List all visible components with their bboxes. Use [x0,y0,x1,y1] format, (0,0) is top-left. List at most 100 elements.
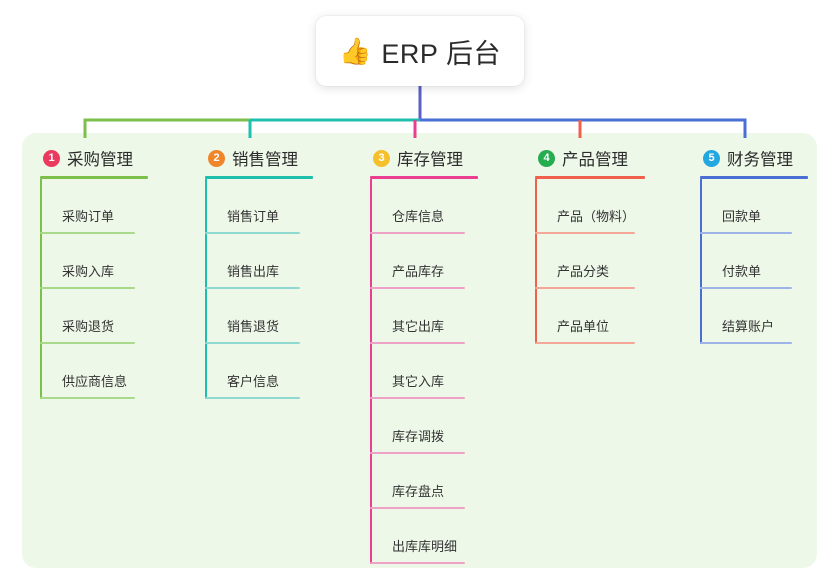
list-item[interactable]: 采购入库 [40,234,148,289]
list-item-underline [700,287,792,289]
diagram-background-panel [22,133,817,568]
column-underline-5 [700,176,808,179]
column-title-3: 库存管理 [397,151,463,169]
list-item-label: 产品（物料） [557,209,636,224]
list-item-underline [535,232,635,234]
column-5: 5 财务管理回款单付款单结算账户 [700,145,808,344]
list-item-label: 出库库明细 [392,539,458,554]
list-item-label: 库存盘点 [392,484,445,499]
list-item-underline [205,287,300,289]
list-item[interactable]: 产品单位 [535,289,645,344]
list-item-underline [370,287,465,289]
list-item-underline [205,342,300,344]
list-item-label: 仓库信息 [392,209,445,224]
list-item-underline [700,342,792,344]
list-item-underline [535,342,635,344]
list-item-label: 其它入库 [392,374,445,389]
list-item-label: 销售退货 [227,319,280,334]
list-item-underline [205,232,300,234]
page-title: ERP 后台 [381,38,501,69]
column-spine-2 [205,179,207,399]
thumbs-up-emoji: 👍 [339,36,372,66]
list-item-label: 产品单位 [557,319,610,334]
list-item-label: 销售订单 [227,209,280,224]
column-items-2: 销售订单销售出库销售退货客户信息 [205,179,313,399]
list-item[interactable]: 库存盘点 [370,454,478,509]
column-3: 3 库存管理仓库信息产品库存其它出库其它入库库存调拨库存盘点出库库明细 [370,145,478,564]
list-item[interactable]: 仓库信息 [370,179,478,234]
column-title-1: 采购管理 [67,151,133,169]
list-item-label: 采购订单 [62,209,115,224]
list-item[interactable]: 其它出库 [370,289,478,344]
list-item[interactable]: 销售订单 [205,179,313,234]
list-item[interactable]: 产品库存 [370,234,478,289]
column-spine-4 [535,179,537,344]
list-item[interactable]: 结算账户 [700,289,808,344]
list-item-label: 其它出库 [392,319,445,334]
list-item-underline [205,397,300,399]
list-item-underline [535,287,635,289]
list-item[interactable]: 销售退货 [205,289,313,344]
column-title-5: 财务管理 [727,151,793,169]
list-item-label: 库存调拨 [392,429,445,444]
column-items-3: 仓库信息产品库存其它出库其它入库库存调拨库存盘点出库库明细 [370,179,478,564]
column-badge-4: 4 [538,149,555,167]
column-header-4[interactable]: 4 产品管理 [535,145,645,171]
list-item-label: 付款单 [722,264,762,279]
list-item[interactable]: 采购退货 [40,289,148,344]
list-item-underline [40,397,135,399]
column-header-1[interactable]: 1 采购管理 [40,145,148,171]
list-item-underline [370,562,465,564]
list-item-label: 产品分类 [557,264,610,279]
column-4: 4 产品管理产品（物料） 产品分类产品单位 [535,145,645,344]
list-item-underline [370,452,465,454]
list-item-label: 采购退货 [62,319,115,334]
list-item-label: 产品库存 [392,264,445,279]
list-item-underline [370,507,465,509]
column-badge-5: 5 [703,149,720,167]
column-items-4: 产品（物料） 产品分类产品单位 [535,179,645,344]
list-item[interactable]: 供应商信息 [40,344,148,399]
column-spine-3 [370,179,372,564]
list-item-underline [40,342,135,344]
column-badge-1: 1 [43,149,60,167]
list-item-underline [40,232,135,234]
list-item-label: 销售出库 [227,264,280,279]
list-item-label: 结算账户 [722,319,775,334]
list-item[interactable]: 采购订单 [40,179,148,234]
list-item[interactable]: 出库库明细 [370,509,478,564]
column-items-1: 采购订单采购入库采购退货供应商信息 [40,179,148,399]
column-badge-3: 3 [373,149,390,167]
column-header-3[interactable]: 3 库存管理 [370,145,478,171]
column-spine-1 [40,179,42,399]
list-item-label: 回款单 [722,209,762,224]
list-item-underline [370,232,465,234]
list-item[interactable]: 销售出库 [205,234,313,289]
list-item[interactable]: 库存调拨 [370,399,478,454]
list-item[interactable]: 产品（物料） [535,179,645,234]
column-badge-2: 2 [208,149,225,167]
column-underline-3 [370,176,478,179]
column-underline-2 [205,176,313,179]
column-title-4: 产品管理 [562,151,628,169]
column-underline-4 [535,176,645,179]
list-item-label: 采购入库 [62,264,115,279]
list-item[interactable]: 付款单 [700,234,808,289]
list-item[interactable]: 产品分类 [535,234,645,289]
list-item-underline [370,342,465,344]
column-header-5[interactable]: 5 财务管理 [700,145,808,171]
column-spine-5 [700,179,702,344]
column-underline-1 [40,176,148,179]
list-item[interactable]: 其它入库 [370,344,478,399]
list-item[interactable]: 客户信息 [205,344,313,399]
list-item-label: 客户信息 [227,374,280,389]
list-item-label: 供应商信息 [62,374,128,389]
list-item-underline [370,397,465,399]
root-node-erp-backend[interactable]: 👍 ERP 后台 [316,16,524,86]
list-item-underline [40,287,135,289]
column-1: 1 采购管理采购订单采购入库采购退货供应商信息 [40,145,148,399]
list-item[interactable]: 回款单 [700,179,808,234]
